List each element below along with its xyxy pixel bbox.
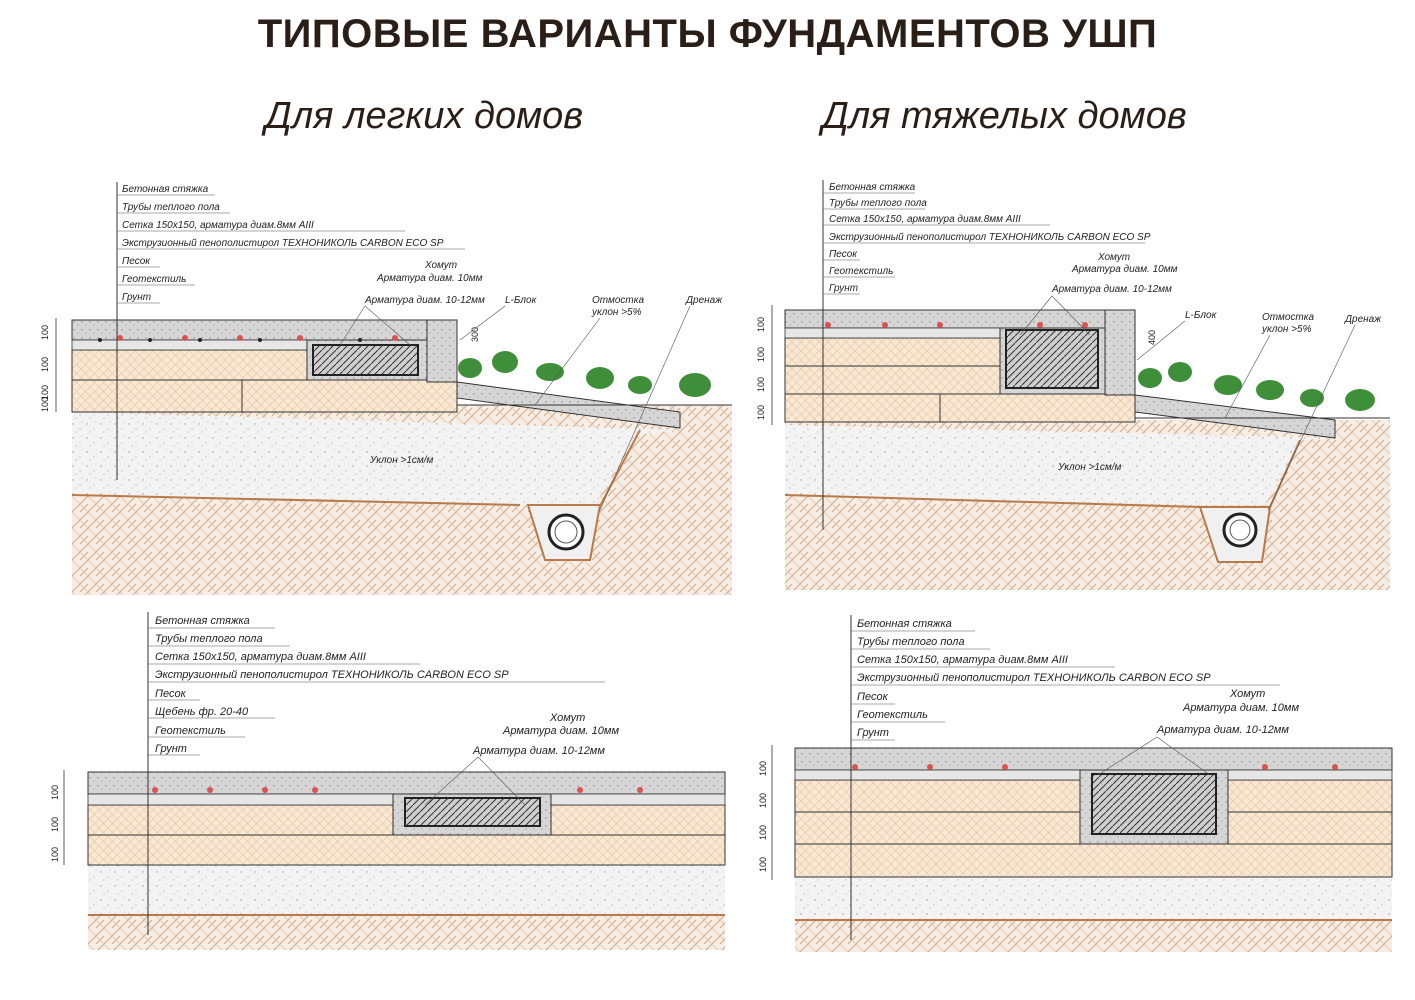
- label-rebar-10: Арматура диам. 10мм: [376, 273, 483, 284]
- svg-text:Песок: Песок: [155, 688, 187, 700]
- svg-text:Арматура диам. 10мм: Арматура диам. 10мм: [1182, 702, 1299, 714]
- svg-text:Уклон >1см/м: Уклон >1см/м: [1057, 462, 1122, 473]
- diagram-light-with-drainage: Бетонная стяжка Трубы теплого пола Сетка…: [40, 182, 732, 595]
- svg-text:Арматура диам. 10-12мм: Арматура диам. 10-12мм: [1156, 724, 1289, 736]
- label-geotextile: Геотекстиль: [122, 274, 186, 285]
- svg-text:100: 100: [758, 793, 768, 808]
- svg-text:Хомут: Хомут: [549, 712, 585, 724]
- label-stirrup: Хомут: [424, 260, 457, 271]
- svg-text:Грунт: Грунт: [857, 727, 889, 739]
- svg-text:Экструзионный пенополистирол Т: Экструзионный пенополистирол ТЕХНОНИКОЛЬ…: [829, 232, 1151, 243]
- svg-text:300: 300: [470, 327, 480, 342]
- svg-text:Арматура диам. 10мм: Арматура диам. 10мм: [1071, 264, 1178, 275]
- svg-text:100: 100: [50, 847, 60, 862]
- svg-text:100: 100: [756, 377, 766, 392]
- svg-text:Песок: Песок: [857, 691, 889, 703]
- sand-cushion: [72, 412, 680, 505]
- svg-text:уклон >5%: уклон >5%: [1261, 324, 1312, 335]
- subtitle-heavy-houses: Для тяжелых домов: [822, 95, 1187, 137]
- svg-text:Трубы теплого пола: Трубы теплого пола: [155, 633, 263, 645]
- label-xps: Экструзионный пенополистирол ТЕХНОНИКОЛЬ…: [122, 238, 444, 249]
- svg-text:100: 100: [758, 857, 768, 872]
- label-ground: Грунт: [122, 292, 151, 303]
- svg-text:Арматура диам. 10мм: Арматура диам. 10мм: [502, 725, 619, 737]
- svg-text:Сетка 150х150, арматура диам.8: Сетка 150х150, арматура диам.8мм AIII: [829, 214, 1021, 225]
- svg-text:100: 100: [50, 817, 60, 832]
- svg-text:400: 400: [1147, 330, 1157, 345]
- svg-text:Геотекстиль: Геотекстиль: [829, 266, 893, 277]
- svg-text:Грунт: Грунт: [155, 743, 187, 755]
- svg-text:100: 100: [758, 761, 768, 776]
- svg-text:L-Блок: L-Блок: [1185, 310, 1218, 321]
- svg-text:100: 100: [40, 385, 50, 400]
- svg-text:Геотекстиль: Геотекстиль: [155, 725, 226, 737]
- edge-beam-heavy: [1005, 329, 1099, 389]
- svg-text:Песок: Песок: [829, 249, 858, 260]
- svg-text:Грунт: Грунт: [829, 283, 858, 294]
- svg-text:Бетонная стяжка: Бетонная стяжка: [155, 615, 250, 627]
- svg-text:100: 100: [756, 317, 766, 332]
- beam-heavy-slab: [1091, 773, 1217, 835]
- svg-text:Арматура диам. 10-12мм: Арматура диам. 10-12мм: [1051, 284, 1172, 295]
- svg-text:100: 100: [758, 825, 768, 840]
- svg-text:100: 100: [40, 397, 50, 412]
- label-concrete-screed: Бетонная стяжка: [122, 184, 209, 195]
- svg-text:100: 100: [756, 347, 766, 362]
- svg-text:Дренаж: Дренаж: [1344, 314, 1382, 325]
- label-drainage: Дренаж: [685, 295, 723, 306]
- diagram-heavy-slab: Бетонная стяжка Трубы теплого пола Сетка…: [758, 615, 1393, 952]
- l-block: [426, 319, 458, 383]
- svg-text:Экструзионный пенополистирол Т: Экструзионный пенополистирол ТЕХНОНИКОЛЬ…: [857, 672, 1211, 684]
- svg-text:Арматура диам. 10-12мм: Арматура диам. 10-12мм: [472, 745, 605, 757]
- svg-text:Щебень фр. 20-40: Щебень фр. 20-40: [155, 706, 249, 718]
- geotextile-line: [71, 429, 641, 511]
- label-sand: Песок: [122, 256, 151, 267]
- svg-text:Бетонная стяжка: Бетонная стяжка: [857, 618, 952, 630]
- svg-text:Трубы теплого пола: Трубы теплого пола: [829, 197, 927, 209]
- diagram-heavy-with-drainage: Бетонная стяжка Трубы теплого пола Сетка…: [756, 180, 1390, 590]
- svg-text:Экструзионный пенополистирол Т: Экструзионный пенополистирол ТЕХНОНИКОЛЬ…: [155, 669, 509, 681]
- svg-text:Отмостка: Отмостка: [1262, 312, 1314, 323]
- label-slope-1: Уклон >1см/м: [369, 455, 434, 466]
- svg-text:Хомут: Хомут: [1097, 252, 1130, 263]
- label-rebar-10-12: Арматура диам. 10-12мм: [364, 295, 485, 306]
- svg-text:100: 100: [40, 357, 50, 372]
- edge-beam: [312, 344, 419, 376]
- svg-text:Сетка 150х150, арматура диам.8: Сетка 150х150, арматура диам.8мм AIII: [155, 651, 366, 663]
- svg-text:Хомут: Хомут: [1229, 688, 1265, 700]
- subtitle-light-houses: Для легких домов: [265, 95, 584, 137]
- svg-text:Геотекстиль: Геотекстиль: [857, 709, 928, 721]
- svg-text:100: 100: [50, 785, 60, 800]
- label-blind-area: Отмостка: [592, 295, 644, 306]
- svg-text:Сетка 150х150, арматура диам.8: Сетка 150х150, арматура диам.8мм AIII: [857, 654, 1068, 666]
- svg-text:Бетонная стяжка: Бетонная стяжка: [829, 182, 916, 193]
- svg-text:100: 100: [756, 405, 766, 420]
- label-slope-5: уклон >5%: [591, 307, 642, 318]
- svg-text:100: 100: [40, 325, 50, 340]
- svg-text:Трубы теплого пола: Трубы теплого пола: [857, 636, 965, 648]
- label-l-block: L-Блок: [505, 295, 538, 306]
- page-title: ТИПОВЫЕ ВАРИАНТЫ ФУНДАМЕНТОВ УШП: [257, 12, 1158, 56]
- label-mesh: Сетка 150х150, арматура диам.8мм AIII: [122, 220, 314, 231]
- beam-light-slab: [404, 797, 541, 827]
- label-floor-pipes: Трубы теплого пола: [122, 201, 220, 213]
- diagram-light-slab: Бетонная стяжка Трубы теплого пола Сетка…: [50, 612, 726, 950]
- plants-decoration: [458, 351, 711, 397]
